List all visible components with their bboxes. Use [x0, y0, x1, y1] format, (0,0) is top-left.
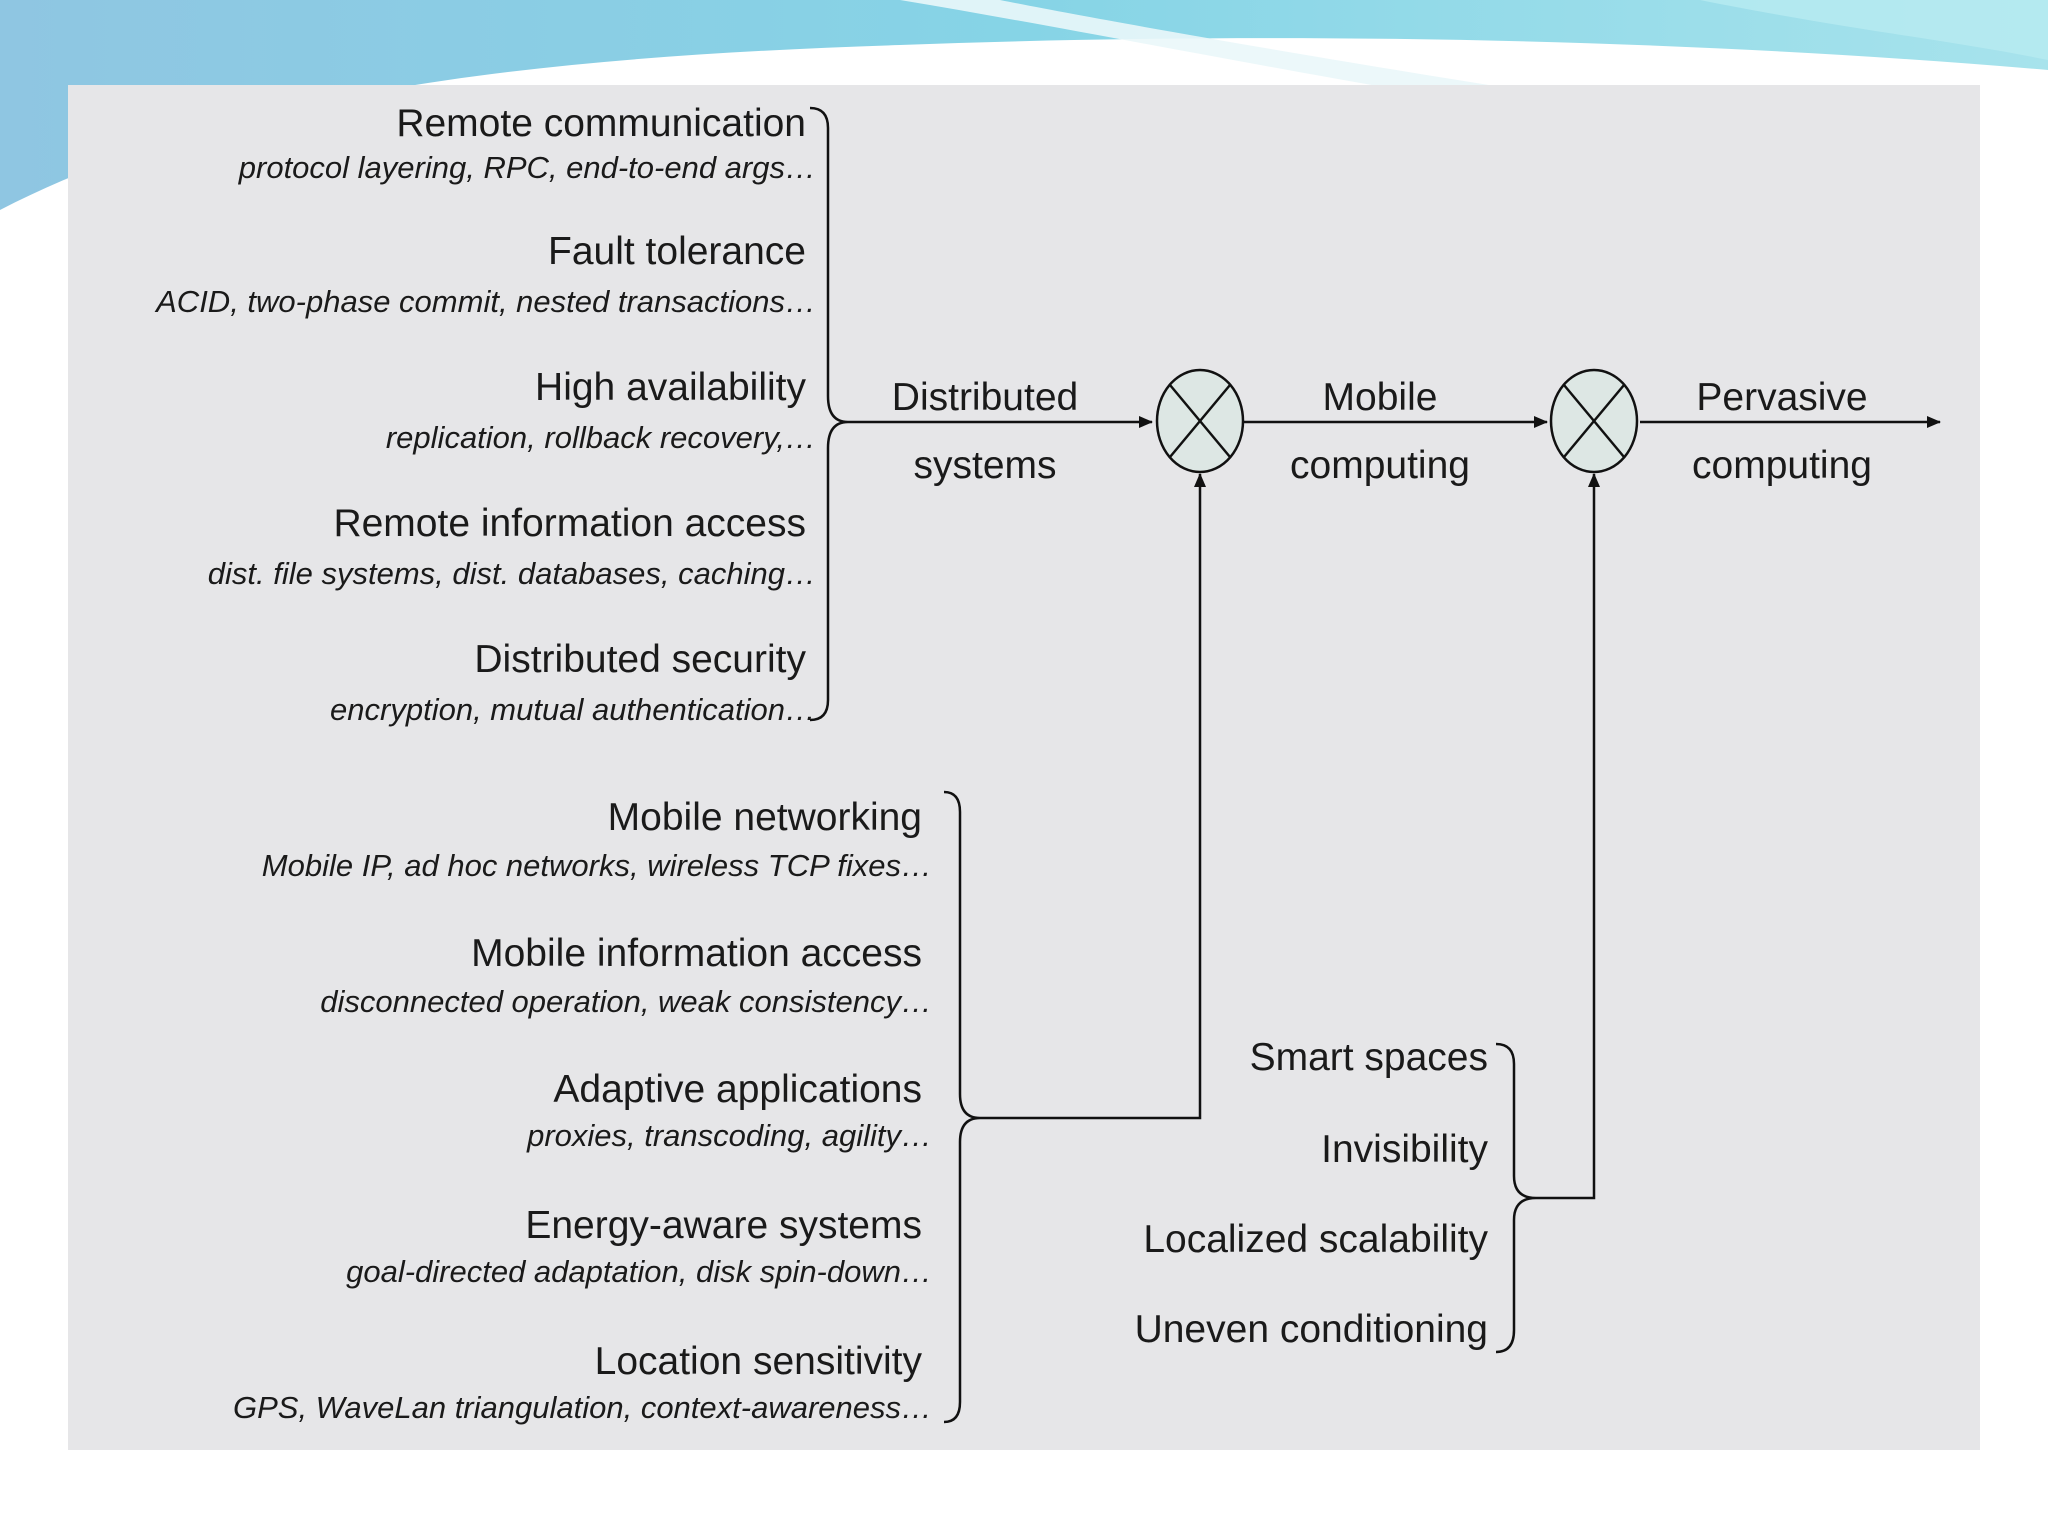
mc-item-title: Mobile information access: [471, 932, 922, 975]
mc-item-detail: goal-directed adaptation, disk spin-down…: [346, 1254, 932, 1289]
stage-label-mobile: Mobile computing: [1280, 364, 1480, 500]
stage-label-distributed: Distributed systems: [885, 364, 1085, 500]
stage-label-line: Mobile: [1322, 376, 1438, 419]
ds-item-detail: protocol layering, RPC, end-to-end args…: [238, 150, 816, 185]
stage-label-line: systems: [913, 444, 1057, 487]
mc-item-detail: proxies, transcoding, agility…: [527, 1118, 932, 1153]
combine-node-2: [1549, 368, 1639, 474]
arrow-pervasive-to-node2: [1536, 473, 1600, 1200]
arrow-mobile-to-node1: [980, 473, 1206, 1120]
ds-item-title: Distributed security: [474, 638, 806, 681]
stage-label-line: Distributed: [891, 376, 1079, 419]
combine-node-1: [1155, 368, 1245, 474]
mc-item-title: Location sensitivity: [594, 1340, 922, 1383]
pc-item: Uneven conditioning: [1134, 1308, 1488, 1351]
brace-mobile-computing: [943, 790, 981, 1424]
ds-item-detail: replication, rollback recovery,…: [385, 420, 816, 455]
mc-item-title: Mobile networking: [607, 796, 922, 839]
mc-item-detail: Mobile IP, ad hoc networks, wireless TCP…: [261, 848, 932, 883]
mc-item-title: Energy-aware systems: [525, 1204, 922, 1247]
pc-item: Localized scalability: [1143, 1218, 1488, 1261]
mc-item-title: Adaptive applications: [553, 1068, 922, 1111]
brace-pervasive-computing: [1495, 1042, 1537, 1354]
pc-item: Invisibility: [1321, 1128, 1488, 1171]
ds-item-title: Fault tolerance: [548, 230, 806, 273]
mc-item-detail: GPS, WaveLan triangulation, context-awar…: [232, 1390, 932, 1425]
ds-item-title: Remote information access: [333, 502, 806, 545]
ds-item-title: Remote communication: [396, 102, 806, 145]
ds-item-detail: ACID, two-phase commit, nested transacti…: [156, 284, 816, 319]
pc-item: Smart spaces: [1249, 1036, 1488, 1079]
ds-item-detail: encryption, mutual authentication…: [330, 692, 816, 727]
diagram-panel: [68, 85, 1980, 1450]
stage-label-pervasive: Pervasive computing: [1682, 364, 1882, 500]
stage-label-line: Pervasive: [1696, 376, 1868, 419]
ds-item-title: High availability: [535, 366, 806, 409]
ds-item-detail: dist. file systems, dist. databases, cac…: [207, 556, 816, 591]
stage-label-line: computing: [1290, 444, 1470, 487]
brace-distributed-systems: [809, 106, 849, 722]
stage-label-line: computing: [1692, 444, 1872, 487]
mc-item-detail: disconnected operation, weak consistency…: [320, 984, 932, 1019]
